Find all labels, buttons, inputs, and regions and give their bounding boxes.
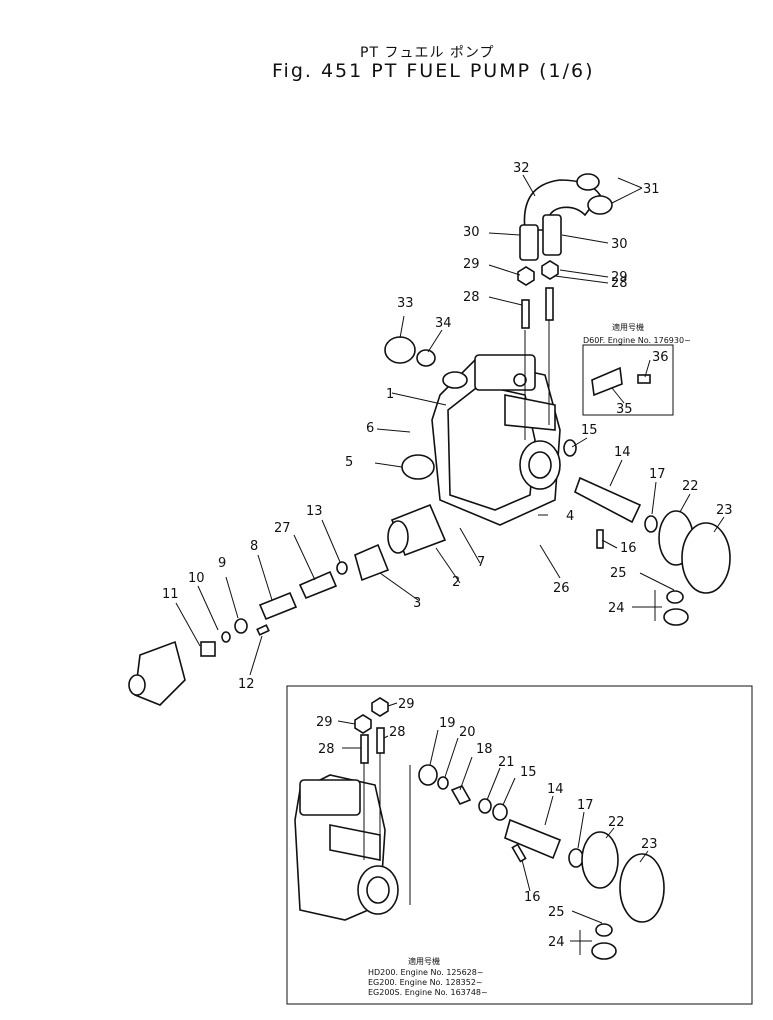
label-9: 9 <box>218 556 226 571</box>
diagram-subtitle-jp: PT フュエル ポンプ <box>360 45 495 61</box>
bottom-note: 適用号機 HD200. Engine No. 125628~ EG200. En… <box>368 956 488 997</box>
label-2: 2 <box>452 575 460 590</box>
label-31: 31 <box>643 182 660 197</box>
label-28a: 28 <box>463 290 480 305</box>
label-33: 33 <box>397 296 414 311</box>
plug-part <box>384 336 416 364</box>
label-23: 23 <box>716 503 733 518</box>
diagram-title: Fig. 451 PT FUEL PUMP (1/6) <box>272 60 595 82</box>
inset-label-19: 19 <box>439 716 456 731</box>
label-24: 24 <box>608 601 625 616</box>
top-note-heading: 適用号機 <box>612 322 644 332</box>
label-16: 16 <box>620 541 637 556</box>
label-25: 25 <box>610 566 627 581</box>
inset-parts <box>354 697 665 960</box>
inset-label-28a: 28 <box>318 742 335 757</box>
screw-part <box>637 374 651 384</box>
label-8: 8 <box>250 539 258 554</box>
o-ring-part <box>416 349 436 367</box>
inset-label-25: 25 <box>548 905 565 920</box>
label-28b: 28 <box>611 276 628 291</box>
inset-label-23: 23 <box>641 837 658 852</box>
inset-label-29b: 29 <box>316 715 333 730</box>
label-30b: 30 <box>611 237 628 252</box>
throttle-shaft-group <box>563 439 731 626</box>
bottom-note-line3: EG200S. Engine No. 163748~ <box>368 988 488 997</box>
label-14: 14 <box>614 445 631 460</box>
label-1: 1 <box>386 387 394 402</box>
inset-label-20: 20 <box>459 725 476 740</box>
part-labels: 1 2 3 4 5 6 7 8 9 10 11 12 13 14 15 16 1… <box>162 161 733 692</box>
inset-label-28b: 28 <box>389 725 406 740</box>
inset-label-29a: 29 <box>398 697 415 712</box>
label-11: 11 <box>162 587 179 602</box>
label-22: 22 <box>682 479 699 494</box>
label-35: 35 <box>616 402 633 417</box>
nuts-and-studs <box>517 260 559 440</box>
inset-label-15: 15 <box>520 765 537 780</box>
label-32: 32 <box>513 161 530 176</box>
label-36: 36 <box>652 350 669 365</box>
pump-housing <box>431 354 561 526</box>
bottom-note-line2: EG200. Engine No. 128352~ <box>368 978 483 987</box>
governor-housing <box>128 640 186 706</box>
label-3: 3 <box>413 596 421 611</box>
inset-labels: 29 29 28 28 19 20 18 21 15 14 17 22 23 1… <box>316 697 658 950</box>
bushing-part <box>401 454 435 480</box>
inset-label-22: 22 <box>608 815 625 830</box>
inset-label-17: 17 <box>577 798 594 813</box>
plate-detail-box <box>582 344 674 416</box>
label-30a: 30 <box>463 225 480 240</box>
inset-label-24: 24 <box>548 935 565 950</box>
label-12: 12 <box>238 677 255 692</box>
label-7: 7 <box>477 555 485 570</box>
inset-leader-lines <box>337 702 649 955</box>
bottom-note-heading: 適用号機 <box>408 956 440 966</box>
inset-label-18: 18 <box>476 742 493 757</box>
fuel-pipe-assembly <box>519 173 613 261</box>
inset-housing <box>294 745 411 921</box>
label-34: 34 <box>435 316 452 331</box>
inset-label-21: 21 <box>498 755 515 770</box>
label-10: 10 <box>188 571 205 586</box>
label-13: 13 <box>306 504 323 519</box>
plate-part <box>591 366 623 397</box>
inset-label-14: 14 <box>547 782 564 797</box>
label-29a: 29 <box>463 257 480 272</box>
bottom-note-line1: HD200. Engine No. 125628~ <box>368 968 484 977</box>
label-29b: 29 <box>611 270 628 285</box>
label-17: 17 <box>649 467 666 482</box>
label-5: 5 <box>345 455 353 470</box>
label-27: 27 <box>274 521 291 536</box>
gear-part <box>354 543 390 582</box>
label-4: 4 <box>566 509 574 524</box>
inset-box <box>286 685 753 1005</box>
inset-label-16: 16 <box>524 890 541 905</box>
label-26: 26 <box>553 581 570 596</box>
leader-lines <box>175 174 725 676</box>
label-15: 15 <box>581 423 598 438</box>
top-note-engine: D60F. Engine No. 176930~ <box>583 336 691 345</box>
plunger-spring-group <box>200 561 348 657</box>
label-6: 6 <box>366 421 374 436</box>
